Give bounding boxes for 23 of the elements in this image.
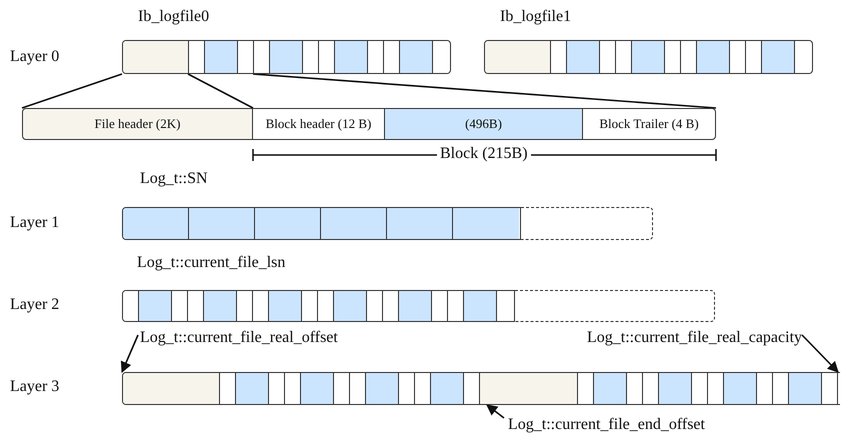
- bar-heading: Log_t::current_file_lsn: [137, 254, 286, 272]
- layout-segment: (496B): [385, 108, 583, 140]
- layer-label: Layer 1: [10, 214, 60, 232]
- arrow: [486, 404, 504, 419]
- arrow: [801, 334, 839, 373]
- pointer-label: Log_t::current_file_real_capacity: [587, 329, 802, 347]
- bar-heading: Ib_logfile0: [138, 8, 210, 26]
- zoom-line: [22, 73, 122, 109]
- layer-label: Layer 3: [10, 378, 60, 396]
- pointer-label: Log_t::current_file_end_offset: [508, 416, 705, 434]
- layer-label: Layer 2: [10, 296, 60, 314]
- pointer-label: Log_t::current_file_real_offset: [140, 329, 338, 347]
- log-file-drawing: [122, 372, 840, 405]
- bar-heading: Ib_logfile1: [500, 8, 572, 26]
- bar-heading: Log_t::SN: [140, 170, 208, 188]
- dimension-label: Block (215B): [440, 145, 528, 163]
- layer-label: Layer 0: [10, 48, 60, 66]
- layout-segment: Block header (12 B): [253, 108, 385, 140]
- zoom-line: [188, 73, 254, 109]
- layout-segment: Block Trailer (4 B): [583, 108, 716, 140]
- zoom-line: [252, 73, 716, 109]
- arrow: [120, 334, 139, 374]
- layout-segment: File header (2K): [22, 108, 253, 140]
